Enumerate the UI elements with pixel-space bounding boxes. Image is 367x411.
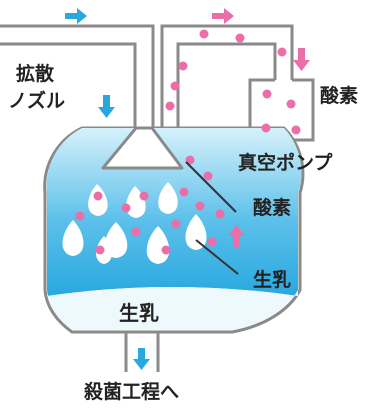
oxygen-bubbles-tank: [75, 155, 225, 255]
flow-arrow-up-pink: [228, 225, 245, 247]
oxygen-label-mid: 酸素: [253, 196, 291, 219]
leader-milk: [195, 239, 239, 275]
milk-label-bottom: 生乳: [119, 301, 159, 325]
milk-pool: [47, 287, 298, 330]
droplet: [185, 214, 207, 250]
oxygen-bubbles-line: [165, 29, 301, 135]
outlet-pipe: [124, 332, 160, 372]
oxygen-label-top: 酸素: [320, 84, 358, 107]
nozzle-label-line1: 拡散: [16, 62, 54, 85]
milk-label-mid: 生乳: [253, 268, 291, 291]
sterilization-label: 殺菌工程へ: [83, 380, 179, 403]
droplet: [158, 182, 178, 214]
inlet-pipe: [0, 24, 155, 128]
vacuum-pump-label: 真空ポンプ: [238, 151, 333, 174]
diffusion-nozzle: [101, 126, 184, 170]
flow-arrow-down-pink: [293, 48, 310, 71]
leader-lines: [185, 161, 239, 275]
leader-oxygen: [185, 161, 237, 213]
milk-droplets: [62, 182, 207, 264]
flow-arrow-down-blue: [133, 348, 150, 370]
nozzle-label-line2: ノズル: [8, 89, 65, 112]
droplet: [62, 220, 84, 256]
flow-arrow-right-pink: [212, 8, 234, 24]
flow-arrow-down-blue: [98, 95, 115, 118]
flow-arrow-right-blue: [65, 8, 87, 24]
tank: [43, 126, 305, 334]
droplet: [146, 226, 170, 264]
